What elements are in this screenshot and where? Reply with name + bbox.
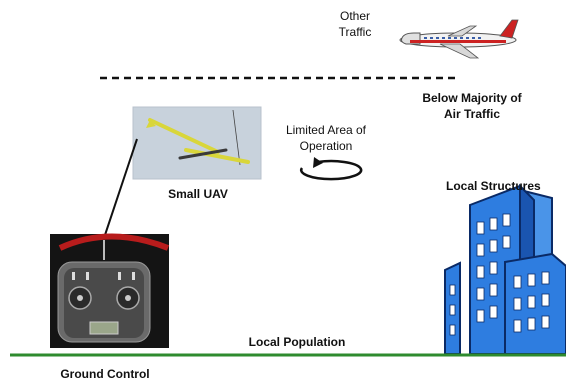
ground-control-photo	[50, 233, 170, 348]
control-link-line	[103, 138, 138, 239]
airliner-illustration	[399, 19, 519, 59]
local-population-label: Local Population	[248, 335, 346, 349]
below-majority-label: Below Majority of Air Traffic	[422, 91, 522, 121]
other-traffic-label: Other Traffic	[338, 9, 372, 39]
limited-area-label: Limited Area of Operation	[285, 123, 367, 153]
buildings-illustration	[444, 183, 566, 355]
uav-photo	[132, 106, 262, 180]
ground-control-label: Ground Control	[60, 367, 150, 381]
small-uav-label: Small UAV	[168, 187, 228, 201]
orbit-arrow-icon	[300, 157, 363, 181]
local-structures-label: Local Structures	[446, 179, 541, 193]
